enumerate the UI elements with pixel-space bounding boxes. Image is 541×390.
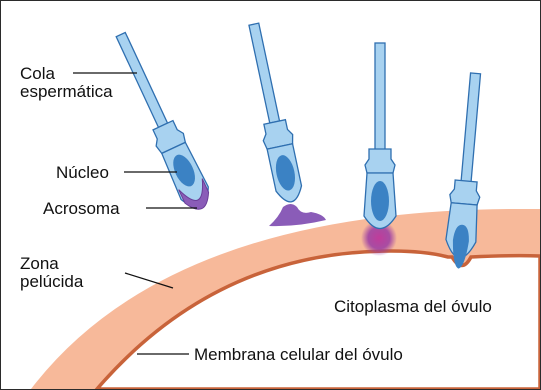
zona-label: Zona pelúcida	[20, 254, 84, 291]
cytoplasm-label: Citoplasma del óvulo	[334, 297, 492, 316]
sperm-1	[107, 28, 215, 215]
nucleus-3	[371, 181, 389, 221]
nucleus-label: Núcleo	[56, 163, 109, 182]
acrosome-label: Acrosoma	[43, 199, 120, 218]
sperm-3	[364, 43, 396, 229]
membrane-label: Membrana celular del óvulo	[194, 345, 403, 364]
released-acrosome	[269, 204, 326, 226]
sperm-2	[239, 21, 306, 205]
tail-label: Cola espermática	[20, 64, 113, 101]
